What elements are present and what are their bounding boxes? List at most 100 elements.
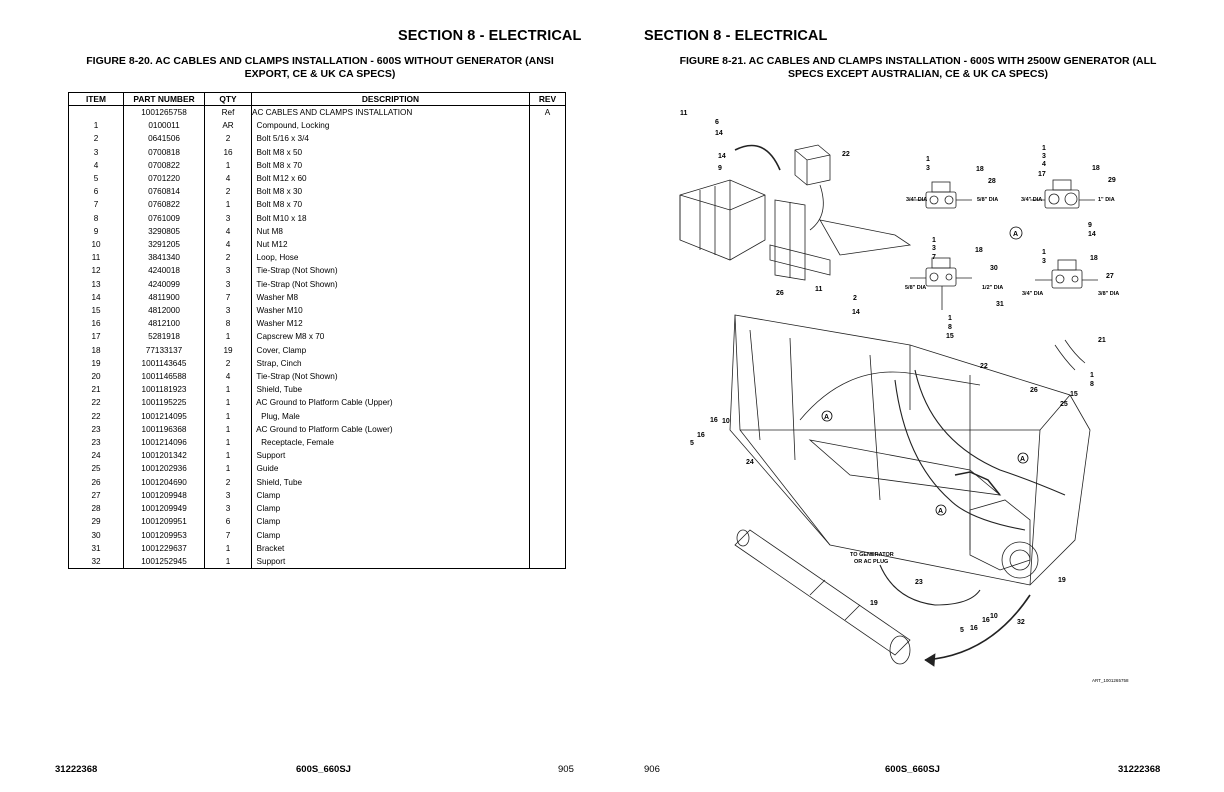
description-cell: Tie-Strap (Not Shown) <box>251 370 530 384</box>
qty-cell: 1 <box>204 409 252 423</box>
rev-cell <box>529 409 566 423</box>
figure-title-line2: EXPORT, CE & UK CA SPECS) <box>244 68 396 80</box>
dia-label: 1" DIA <box>1098 197 1115 203</box>
svg-text:30: 30 <box>990 265 998 272</box>
svg-text:17: 17 <box>1038 171 1046 178</box>
item-cell: 15 <box>68 304 124 318</box>
svg-text:15: 15 <box>1070 391 1078 398</box>
svg-text:1: 1 <box>948 315 952 322</box>
part-number-cell: 3291205 <box>123 238 205 252</box>
left-page: SECTION 8 - ELECTRICAL FIGURE 8-20. AC C… <box>55 28 582 775</box>
svg-text:29: 29 <box>1108 177 1116 184</box>
detail-callout-a: A <box>938 508 943 515</box>
svg-text:1: 1 <box>1042 145 1046 152</box>
description-cell: Cover, Clamp <box>251 343 530 357</box>
footer-doc-number: 31222368 <box>1118 764 1161 775</box>
rev-cell <box>529 502 566 516</box>
part-number-cell: 0760822 <box>123 198 205 212</box>
generator-note: OR AC PLUG <box>854 559 888 565</box>
svg-text:3: 3 <box>926 165 930 172</box>
rev-cell <box>529 383 566 397</box>
description-cell: Nut M12 <box>251 238 530 252</box>
qty-cell: 1 <box>204 330 252 344</box>
rev-cell <box>529 541 566 555</box>
qty-cell: 6 <box>204 515 252 529</box>
description-cell: Bracket <box>251 541 530 555</box>
svg-text:6: 6 <box>715 119 719 126</box>
part-number-cell: 3841340 <box>123 251 205 265</box>
svg-text:3: 3 <box>1042 153 1046 160</box>
item-cell: 12 <box>68 264 124 278</box>
description-cell: Washer M10 <box>251 304 530 318</box>
item-cell: 8 <box>68 211 124 225</box>
description-cell: Clamp <box>251 502 530 516</box>
qty-cell: 1 <box>204 198 252 212</box>
item-cell: 4 <box>68 158 124 173</box>
description-cell: Nut M8 <box>251 224 530 239</box>
qty-cell: 4 <box>204 224 252 239</box>
svg-text:15: 15 <box>946 333 954 340</box>
table-header-row: ITEM PART NUMBER QTY DESCRIPTION REV <box>68 92 566 106</box>
qty-cell: 1 <box>204 422 252 437</box>
rev-cell <box>529 449 566 463</box>
qty-cell: 1 <box>204 462 252 476</box>
description-cell: Tie-Strap (Not Shown) <box>251 264 530 278</box>
item-cell: 5 <box>68 172 124 186</box>
svg-text:3: 3 <box>1042 258 1046 265</box>
rev-cell <box>529 515 566 529</box>
svg-text:24: 24 <box>746 459 754 466</box>
qty-cell: 4 <box>204 370 252 384</box>
part-number-cell: 1001209953 <box>123 528 205 542</box>
rev-cell <box>529 264 566 278</box>
detail-callout-a: A <box>824 414 829 421</box>
item-cell: 19 <box>68 356 124 371</box>
item-cell: 2 <box>68 132 124 146</box>
rev-cell <box>529 343 566 357</box>
svg-text:26: 26 <box>776 290 784 297</box>
description-cell: AC Ground to Platform Cable (Lower) <box>251 422 530 437</box>
rev-cell: A <box>529 105 566 120</box>
svg-text:27: 27 <box>1106 273 1114 280</box>
qty-cell: 2 <box>204 356 252 371</box>
footer-model: 600S_660SJ <box>885 764 940 775</box>
rev-cell <box>529 475 566 489</box>
item-cell: 25 <box>68 462 124 476</box>
qty-cell: 3 <box>204 502 252 516</box>
part-number-cell: 1001214096 <box>123 436 205 450</box>
svg-text:25: 25 <box>1060 401 1068 408</box>
column-header-part-number: PART NUMBER <box>123 92 205 106</box>
item-cell: 14 <box>68 290 124 305</box>
svg-text:1: 1 <box>1042 249 1046 256</box>
part-number-cell: 1001209951 <box>123 515 205 529</box>
svg-text:8: 8 <box>1090 381 1094 388</box>
part-number-cell: 0700822 <box>123 158 205 173</box>
description-cell: Support <box>251 554 530 570</box>
section-title: SECTION 8 - ELECTRICAL <box>644 28 828 44</box>
item-cell <box>68 105 124 120</box>
svg-text:16: 16 <box>970 625 978 632</box>
rev-cell <box>529 224 566 239</box>
description-cell: Compound, Locking <box>251 119 530 133</box>
column-header-item: ITEM <box>68 92 124 106</box>
description-cell: AC Ground to Platform Cable (Upper) <box>251 396 530 410</box>
figure-title: FIGURE 8-21. AC CABLES AND CLAMPS INSTAL… <box>632 55 1204 81</box>
svg-text:18: 18 <box>975 247 983 254</box>
section-title: SECTION 8 - ELECTRICAL <box>398 28 582 44</box>
item-cell: 26 <box>68 475 124 489</box>
description-cell: Bolt 5/16 x 3/4 <box>251 132 530 146</box>
rev-cell <box>529 488 566 503</box>
